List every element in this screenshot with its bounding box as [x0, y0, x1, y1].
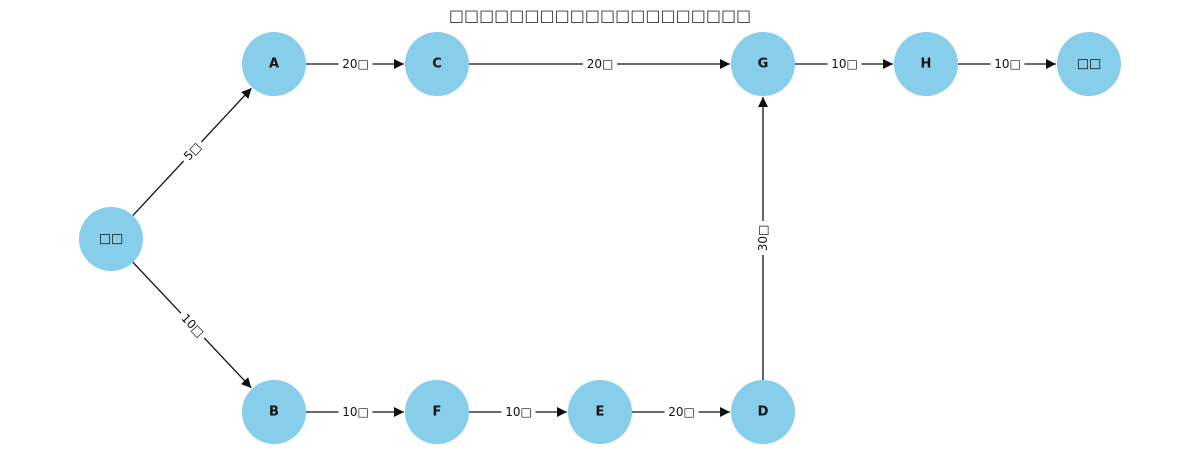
node-label: □□ [99, 232, 124, 247]
edge-G-H: 10□ [795, 55, 893, 73]
node-G: G [731, 32, 795, 96]
node-label: H [921, 57, 932, 72]
edge-label-background [664, 403, 699, 421]
edge-label-background [177, 135, 208, 168]
edge-H-end: 10□ [958, 55, 1056, 73]
diagram-title: □□□□□□□□□□□□□□□□□□□□ [449, 6, 751, 25]
edge-label-group: 30□ [754, 221, 772, 255]
node-circle [568, 380, 632, 444]
edge-label-group: 10□ [501, 403, 536, 421]
node-circle [405, 32, 469, 96]
edge-label: 10□ [994, 57, 1021, 71]
edge-label: 20□ [342, 57, 369, 71]
node-label: G [758, 57, 769, 72]
edge-label-background [754, 221, 772, 255]
node-label: □□ [1077, 57, 1102, 72]
edge-B-F: 10□ [306, 403, 404, 421]
nodes-layer: □□ A B C F E D G H □□ [79, 32, 1121, 444]
edge-label-group: 5□ [177, 135, 208, 168]
edge-label: 30□ [756, 225, 770, 252]
edge-C-G: 20□ [469, 55, 730, 73]
node-end: □□ [1057, 32, 1121, 96]
node-B: B [242, 380, 306, 444]
edge-label-group: 20□ [583, 55, 617, 73]
edge-label-background [583, 55, 617, 73]
node-circle [894, 32, 958, 96]
node-label: F [433, 405, 442, 420]
node-start: □□ [79, 207, 143, 271]
node-H: H [894, 32, 958, 96]
edge-E-D: 20□ [632, 403, 730, 421]
node-label: E [596, 405, 605, 420]
edges-layer: 5□ 10□ 20□ 20□ 10□ 10□ 10□ 10□ 20□ 30□ [132, 55, 1056, 421]
node-label: B [269, 405, 279, 420]
edge-label-group: 20□ [664, 403, 699, 421]
edge-label-background [338, 55, 373, 73]
edge-start-A: 5□ [132, 87, 252, 217]
node-circle [731, 32, 795, 96]
node-label: C [432, 57, 442, 72]
edge-label-background [501, 403, 536, 421]
node-circle [731, 380, 795, 444]
edge-label-background [338, 403, 373, 421]
edge-label-group: 20□ [338, 55, 373, 73]
edge-start-B: 10□ [132, 261, 252, 389]
node-label: D [758, 405, 769, 420]
edge-label-background [174, 306, 211, 345]
node-E: E [568, 380, 632, 444]
edge-label: 20□ [668, 405, 695, 419]
node-D: D [731, 380, 795, 444]
node-circle [1057, 32, 1121, 96]
edge-label-group: 10□ [990, 55, 1025, 73]
node-circle [242, 380, 306, 444]
edge-label-background [827, 55, 862, 73]
edge-label: 10□ [505, 405, 532, 419]
edge-D-G: 30□ [754, 97, 772, 380]
edge-label: 10□ [831, 57, 858, 71]
node-C: C [405, 32, 469, 96]
node-circle [242, 32, 306, 96]
node-circle [79, 207, 143, 271]
node-circle [405, 380, 469, 444]
node-label: A [269, 57, 279, 72]
edge-label: 10□ [342, 405, 369, 419]
edge-label-group: 10□ [827, 55, 862, 73]
edge-label: 20□ [587, 57, 614, 71]
edge-F-E: 10□ [469, 403, 567, 421]
node-F: F [405, 380, 469, 444]
edge-label-background [990, 55, 1025, 73]
edge-A-C: 20□ [306, 55, 404, 73]
node-A: A [242, 32, 306, 96]
edge-label-group: 10□ [338, 403, 373, 421]
